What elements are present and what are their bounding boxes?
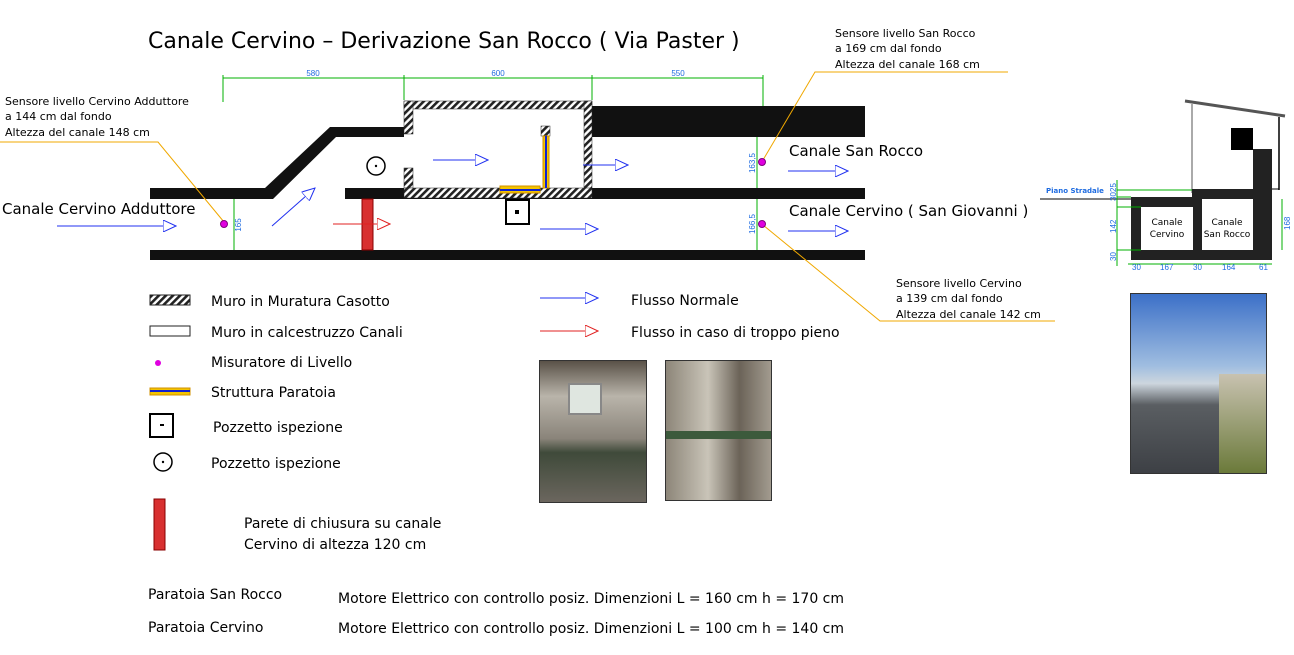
svg-text:Pozzetto ispezione: Pozzetto ispezione (213, 420, 343, 436)
svg-text:164: 164 (1222, 263, 1236, 272)
svg-text:Muro in Muratura Casotto: Muro in Muratura Casotto (211, 294, 390, 310)
svg-text:Misuratore di Livello: Misuratore di Livello (211, 355, 352, 371)
svg-text:Pozzetto ispezione: Pozzetto ispezione (211, 456, 341, 472)
dim-580: 580 (306, 69, 320, 78)
sensor-san-rocco-note: Sensore livello San Rocco a 169 cm dal f… (835, 27, 980, 71)
gate-specs: Paratoia San Rocco Motore Elettrico con … (148, 587, 844, 637)
svg-text:167: 167 (1160, 263, 1174, 272)
svg-text:a 169 cm dal fondo: a 169 cm dal fondo (835, 42, 942, 55)
sensor-cervino-note: Sensore livello Cervino a 139 cm dal fon… (896, 277, 1041, 321)
top-dimensions (222, 75, 764, 106)
svg-text:Cervino: Cervino (1150, 230, 1185, 240)
svg-text:30: 30 (1132, 263, 1141, 272)
svg-text:30: 30 (1109, 192, 1118, 201)
svg-text:Flusso Normale: Flusso Normale (631, 293, 739, 309)
dim-550: 550 (671, 69, 685, 78)
photo-interior-1 (539, 360, 647, 503)
svg-text:142: 142 (1109, 219, 1118, 233)
label-canale-san-rocco: Canale San Rocco (789, 142, 923, 160)
dim-san-rocco: 163,5 (748, 152, 757, 173)
dim-600: 600 (491, 69, 505, 78)
photo-street (1130, 293, 1267, 474)
svg-text:Sensore livello Cervino: Sensore livello Cervino (896, 277, 1022, 290)
svg-text:Canale: Canale (1211, 218, 1243, 228)
svg-text:Altezza del canale 142 cm: Altezza del canale 142 cm (896, 308, 1041, 321)
gate-structures (499, 135, 550, 194)
svg-text:Motore Elettrico con controllo: Motore Elettrico con controllo posiz. Di… (338, 591, 844, 607)
svg-text:168: 168 (1283, 216, 1292, 230)
svg-text:San Rocco: San Rocco (1204, 230, 1251, 240)
svg-text:Cervino di altezza 120 cm: Cervino di altezza 120 cm (244, 537, 426, 553)
svg-text:Struttura Paratoia: Struttura Paratoia (211, 385, 336, 401)
svg-text:Motore Elettrico con controllo: Motore Elettrico con controllo posiz. Di… (338, 621, 844, 637)
svg-text:Sensore livello San Rocco: Sensore livello San Rocco (835, 27, 976, 40)
svg-text:Sensore livello Cervino Addutt: Sensore livello Cervino Adduttore (5, 95, 189, 108)
svg-text:Altezza del canale 168 cm: Altezza del canale 168 cm (835, 58, 980, 71)
svg-text:Flusso in caso di troppo pieno: Flusso in caso di troppo pieno (631, 325, 840, 341)
svg-text:a 139 cm dal fondo: a 139 cm dal fondo (896, 292, 1003, 305)
masonry-walls (403, 100, 593, 199)
svg-text:Altezza del canale 148 cm: Altezza del canale 148 cm (5, 126, 150, 139)
channel-dim-lines (233, 137, 758, 250)
svg-text:Muro in calcestruzzo Canali: Muro in calcestruzzo Canali (211, 325, 403, 341)
dim-cervino: 166,5 (748, 213, 757, 234)
leader-lines (0, 71, 1055, 322)
cross-section: Piano Stradale Canale Cervino Canale San… (1040, 99, 1292, 272)
level-sensors (220, 158, 766, 228)
concrete-walls (150, 106, 865, 260)
svg-text:30: 30 (1193, 263, 1202, 272)
svg-text:30: 30 (1109, 252, 1118, 261)
svg-text:25: 25 (1109, 183, 1118, 192)
svg-text:Canale: Canale (1151, 218, 1183, 228)
photo-interior-2 (665, 360, 772, 501)
svg-text:Parete di chiusura su canale: Parete di chiusura su canale (244, 516, 441, 532)
svg-text:a 144 cm dal fondo: a 144 cm dal fondo (5, 110, 112, 123)
svg-text:Paratoia Cervino: Paratoia Cervino (148, 620, 263, 636)
sensor-adduttore-note: Sensore livello Cervino Adduttore a 144 … (5, 95, 189, 139)
legend: Muro in Muratura Casotto Muro in calcest… (149, 293, 840, 553)
label-canale-adduttore: Canale Cervino Adduttore (2, 200, 195, 218)
page-title: Canale Cervino – Derivazione San Rocco (… (148, 29, 740, 54)
label-canale-cervino: Canale Cervino ( San Giovanni ) (789, 202, 1028, 220)
dim-adduttore: 165 (234, 218, 243, 232)
flow-arrows (57, 160, 848, 231)
svg-text:Paratoia San Rocco: Paratoia San Rocco (148, 587, 282, 603)
svg-text:Piano Stradale: Piano Stradale (1046, 187, 1104, 195)
svg-text:61: 61 (1259, 263, 1268, 272)
